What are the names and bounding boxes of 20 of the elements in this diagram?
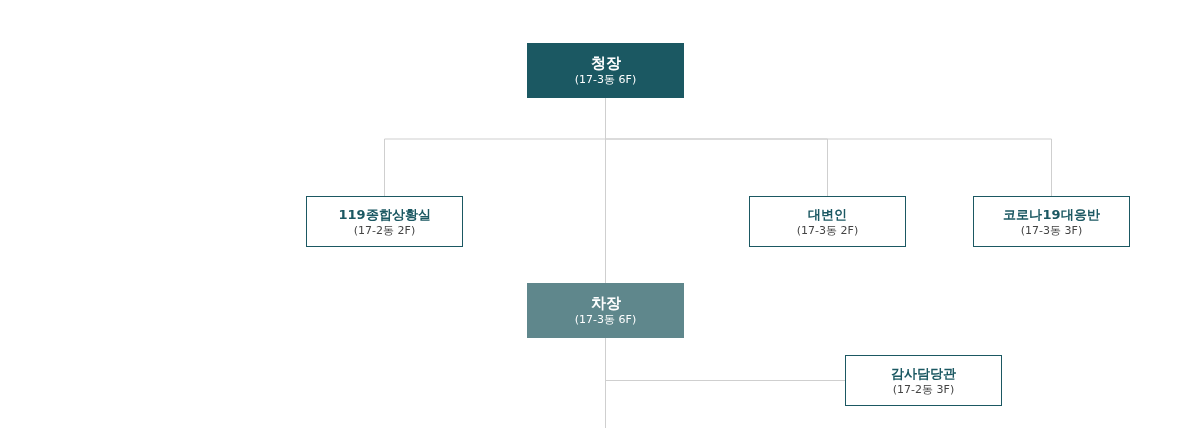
org-box	[973, 196, 1130, 247]
connector-line	[605, 337, 606, 428]
unit-name: 119종합상황실	[338, 206, 431, 224]
org-box	[845, 355, 1002, 406]
location-text: (17-3동 3F)	[1020, 224, 1083, 238]
location-text: (17-3동 6F)	[574, 73, 637, 87]
unit-name: 대변인	[808, 206, 847, 224]
location-text: (17-3동 2F)	[796, 224, 859, 238]
org-box	[527, 283, 684, 338]
org-box	[527, 43, 684, 98]
org-box	[749, 196, 906, 247]
org-box	[306, 196, 463, 247]
location-text: (17-2동 2F)	[353, 224, 416, 238]
unit-name: 감사담당관	[891, 365, 956, 383]
connector-line	[605, 97, 606, 284]
location-text: (17-3동 6F)	[574, 313, 637, 327]
location-text: (17-2동 3F)	[892, 383, 955, 397]
unit-name: 코로나19대응반	[1003, 206, 1100, 224]
unit-name: 청장	[590, 54, 621, 73]
unit-name: 차장	[590, 294, 621, 313]
